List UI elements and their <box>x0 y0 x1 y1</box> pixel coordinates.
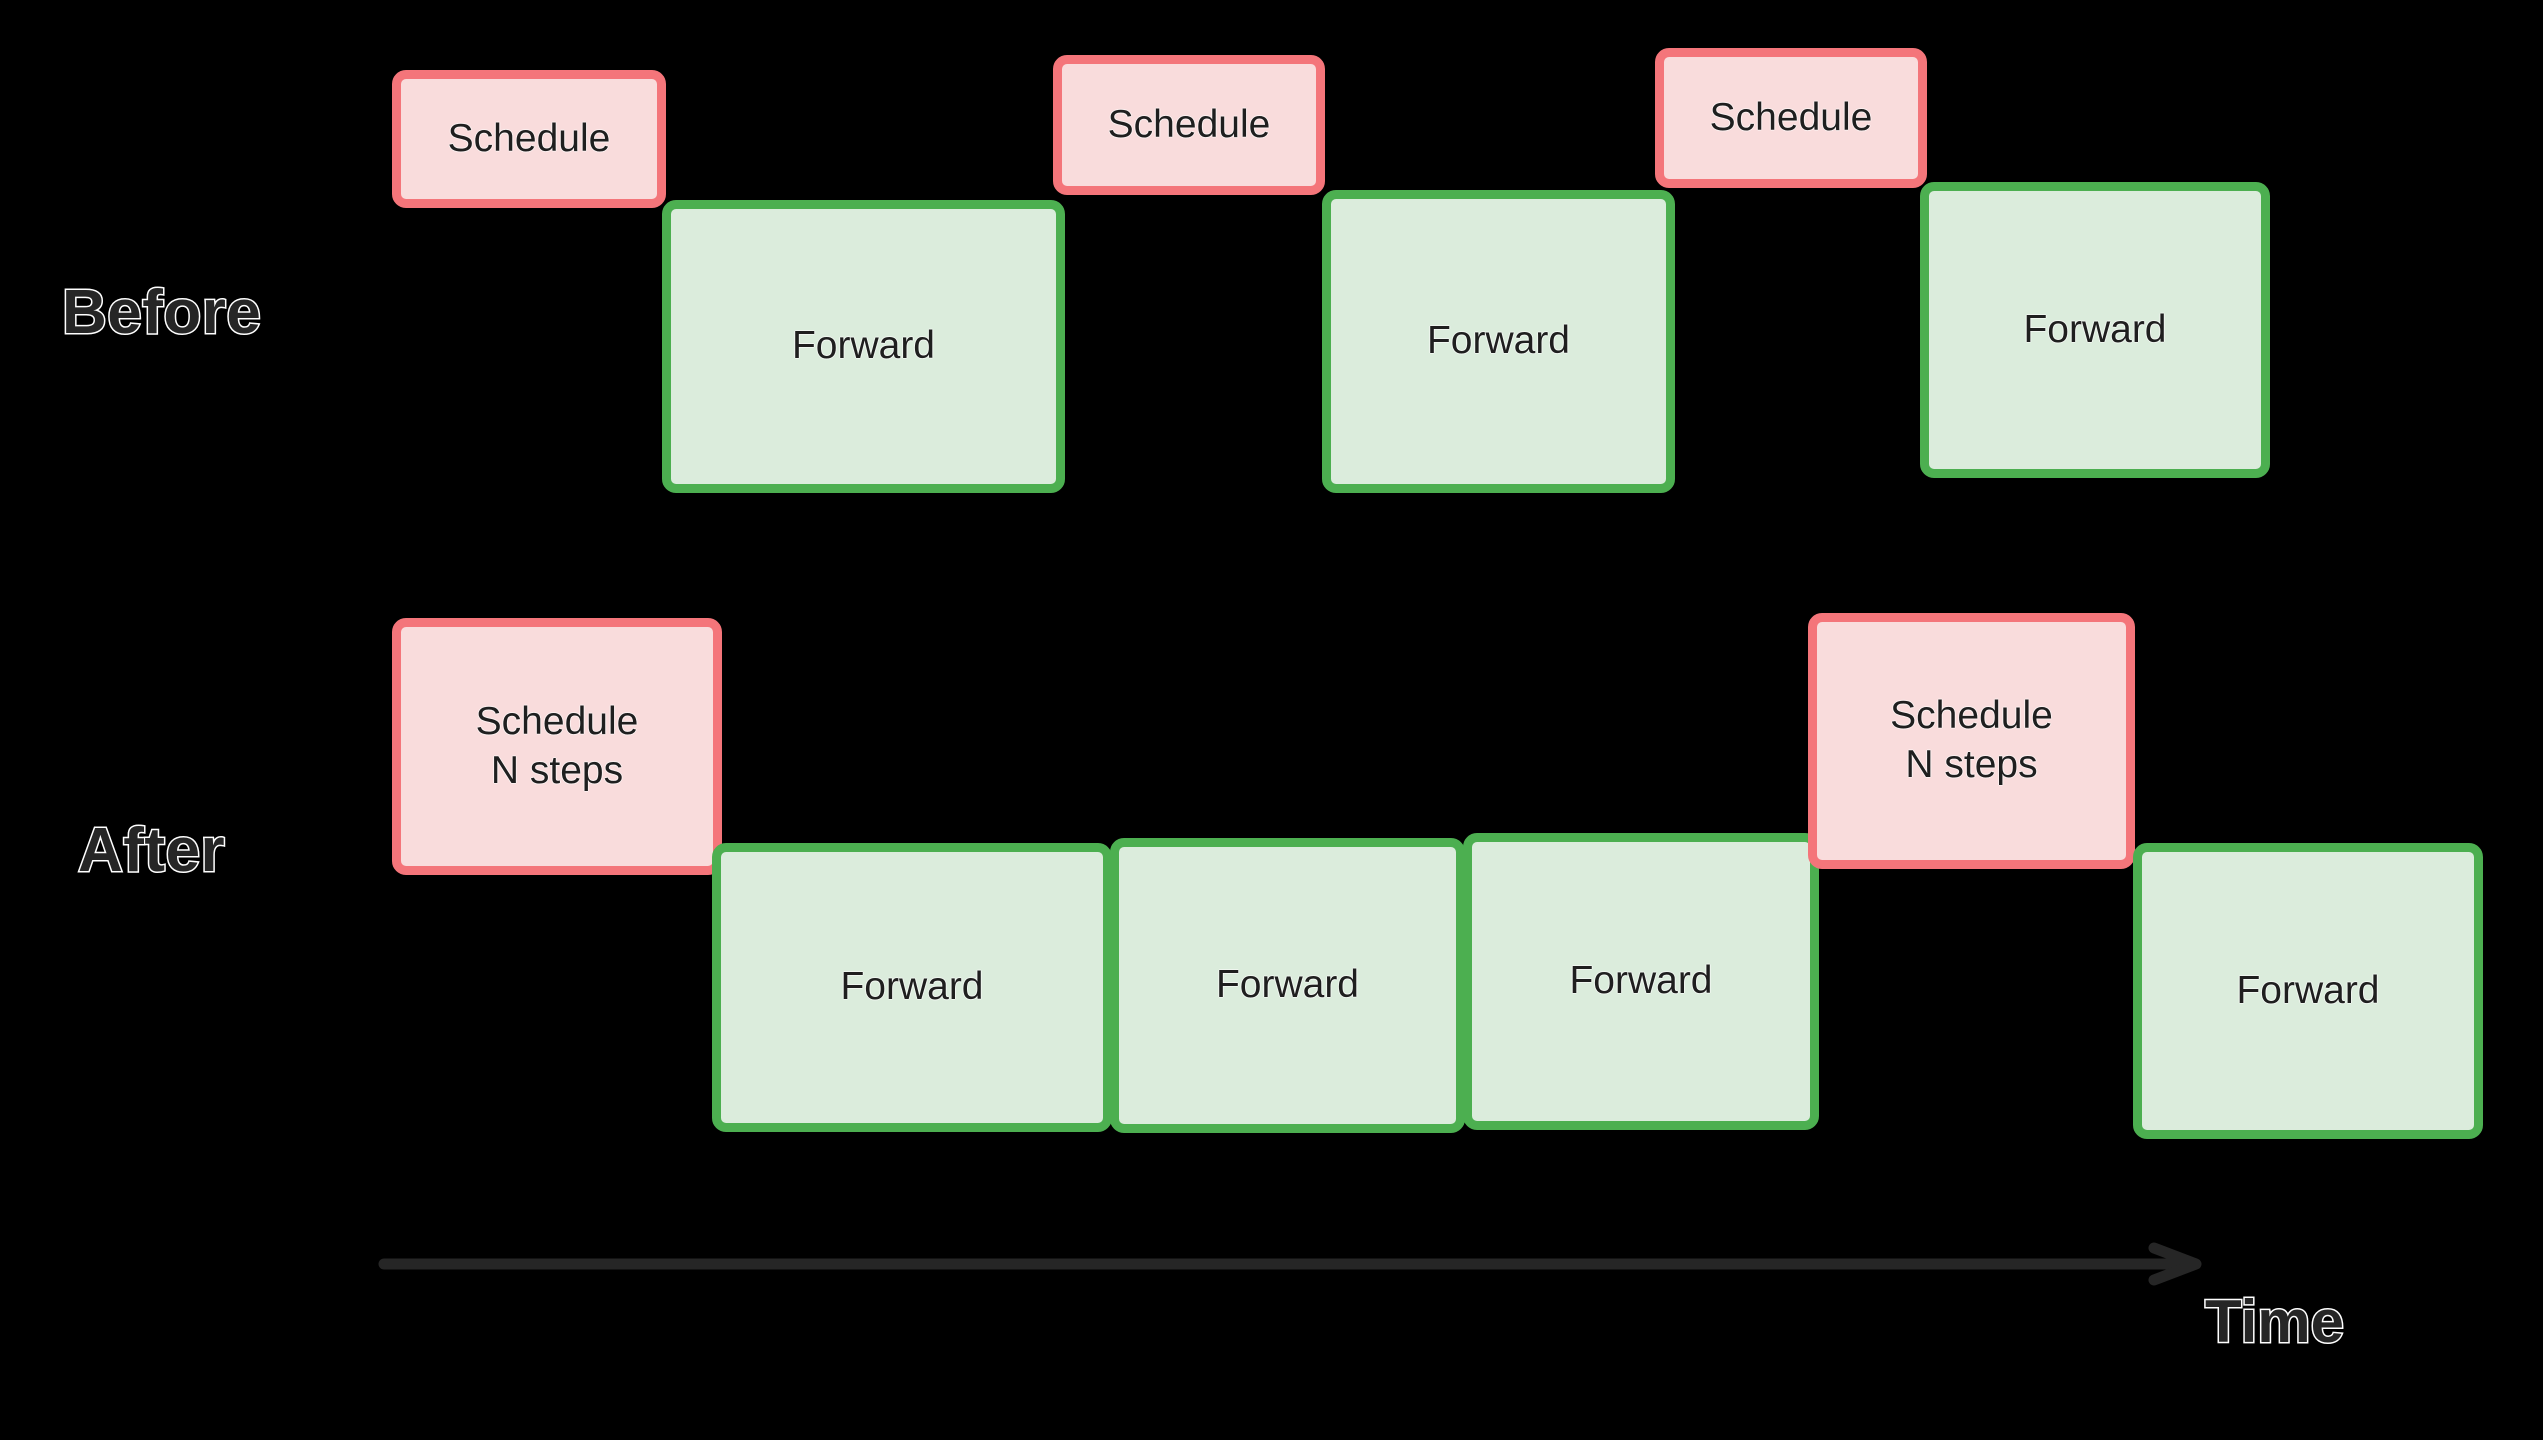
schedule-node[interactable]: Schedule N steps <box>1808 613 2135 869</box>
forward-node[interactable]: Forward <box>712 843 1112 1132</box>
schedule-node-label: Schedule N steps <box>475 699 639 792</box>
time-axis-label: Time <box>2204 1288 2346 1355</box>
forward-node[interactable]: Forward <box>1110 838 1465 1133</box>
forward-node-label: Forward <box>2023 307 2167 351</box>
time-axis-arrow <box>378 1242 2202 1286</box>
row-label-before: Before <box>60 278 262 347</box>
arrow-head-icon <box>2148 1242 2202 1286</box>
forward-node-label: Forward <box>840 965 984 1009</box>
forward-node[interactable]: Forward <box>2133 843 2483 1139</box>
schedule-node[interactable]: Schedule <box>1053 55 1325 195</box>
forward-node[interactable]: Forward <box>1322 190 1675 493</box>
schedule-node[interactable]: Schedule <box>1655 48 1927 188</box>
schedule-node-label: Schedule <box>447 116 611 160</box>
forward-node[interactable]: Forward <box>662 200 1065 493</box>
row-label-after: After <box>76 816 226 885</box>
forward-node[interactable]: Forward <box>1463 833 1819 1130</box>
schedule-node-label: Schedule <box>1709 95 1873 139</box>
forward-node-label: Forward <box>1426 319 1571 363</box>
forward-node-label: Forward <box>2236 968 2380 1012</box>
schedule-node[interactable]: Schedule <box>392 70 666 208</box>
forward-node-label: Forward <box>1569 959 1713 1003</box>
schedule-node-label: Schedule <box>1107 102 1271 146</box>
forward-node[interactable]: Forward <box>1920 182 2270 478</box>
schedule-node-label: Schedule N steps <box>1890 694 2053 786</box>
forward-node-label: Forward <box>791 324 936 368</box>
forward-node-label: Forward <box>1215 963 1360 1007</box>
schedule-node[interactable]: Schedule N steps <box>392 618 722 875</box>
